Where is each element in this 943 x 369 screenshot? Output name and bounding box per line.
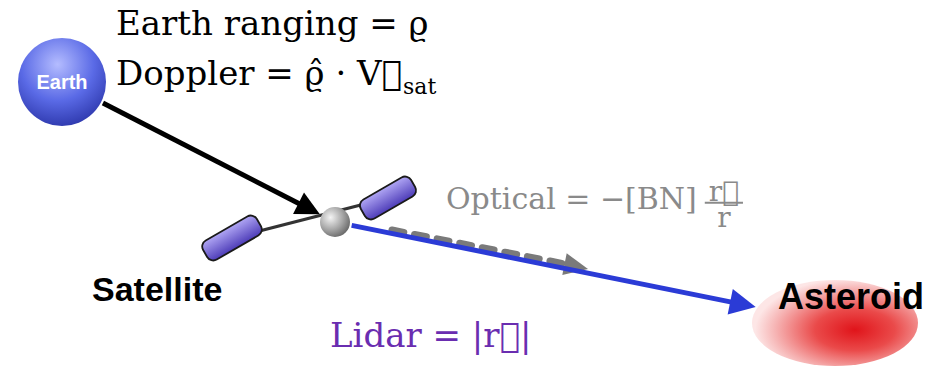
connector-line	[103, 103, 302, 205]
solar-panel	[357, 174, 418, 222]
arrowhead	[728, 289, 756, 314]
fraction-numerator: r⃗	[709, 178, 739, 206]
arrowhead	[293, 193, 320, 215]
node-label: Satellite	[92, 270, 222, 309]
satellite-sphere	[320, 207, 350, 237]
subscript-text: sat	[403, 74, 436, 99]
doppler-equation: Doppler = ϱ̂ · V⃗	[116, 54, 402, 93]
uplink-arrow	[103, 103, 320, 214]
asteroid-ellipse: Asteroid	[752, 280, 918, 366]
optical-equation: Optical = −[BN]	[446, 182, 697, 217]
node-label: Asteroid	[778, 276, 924, 317]
ranging-equation: Earth ranging = ϱ	[116, 4, 429, 43]
earth-disc	[18, 38, 106, 126]
node-outline	[320, 207, 350, 237]
optical-dash-arrow	[392, 230, 565, 264]
fraction-denominator: r	[717, 204, 730, 232]
satellite-body: Satellite	[320, 207, 350, 237]
planet-circle: Earth	[18, 38, 106, 126]
edge-label: Lidar = |r⃗|	[330, 316, 531, 355]
lidar-arrow	[352, 225, 756, 314]
connector-line	[352, 225, 734, 302]
solar-panel	[200, 213, 265, 263]
node-label: Earth	[36, 71, 87, 94]
